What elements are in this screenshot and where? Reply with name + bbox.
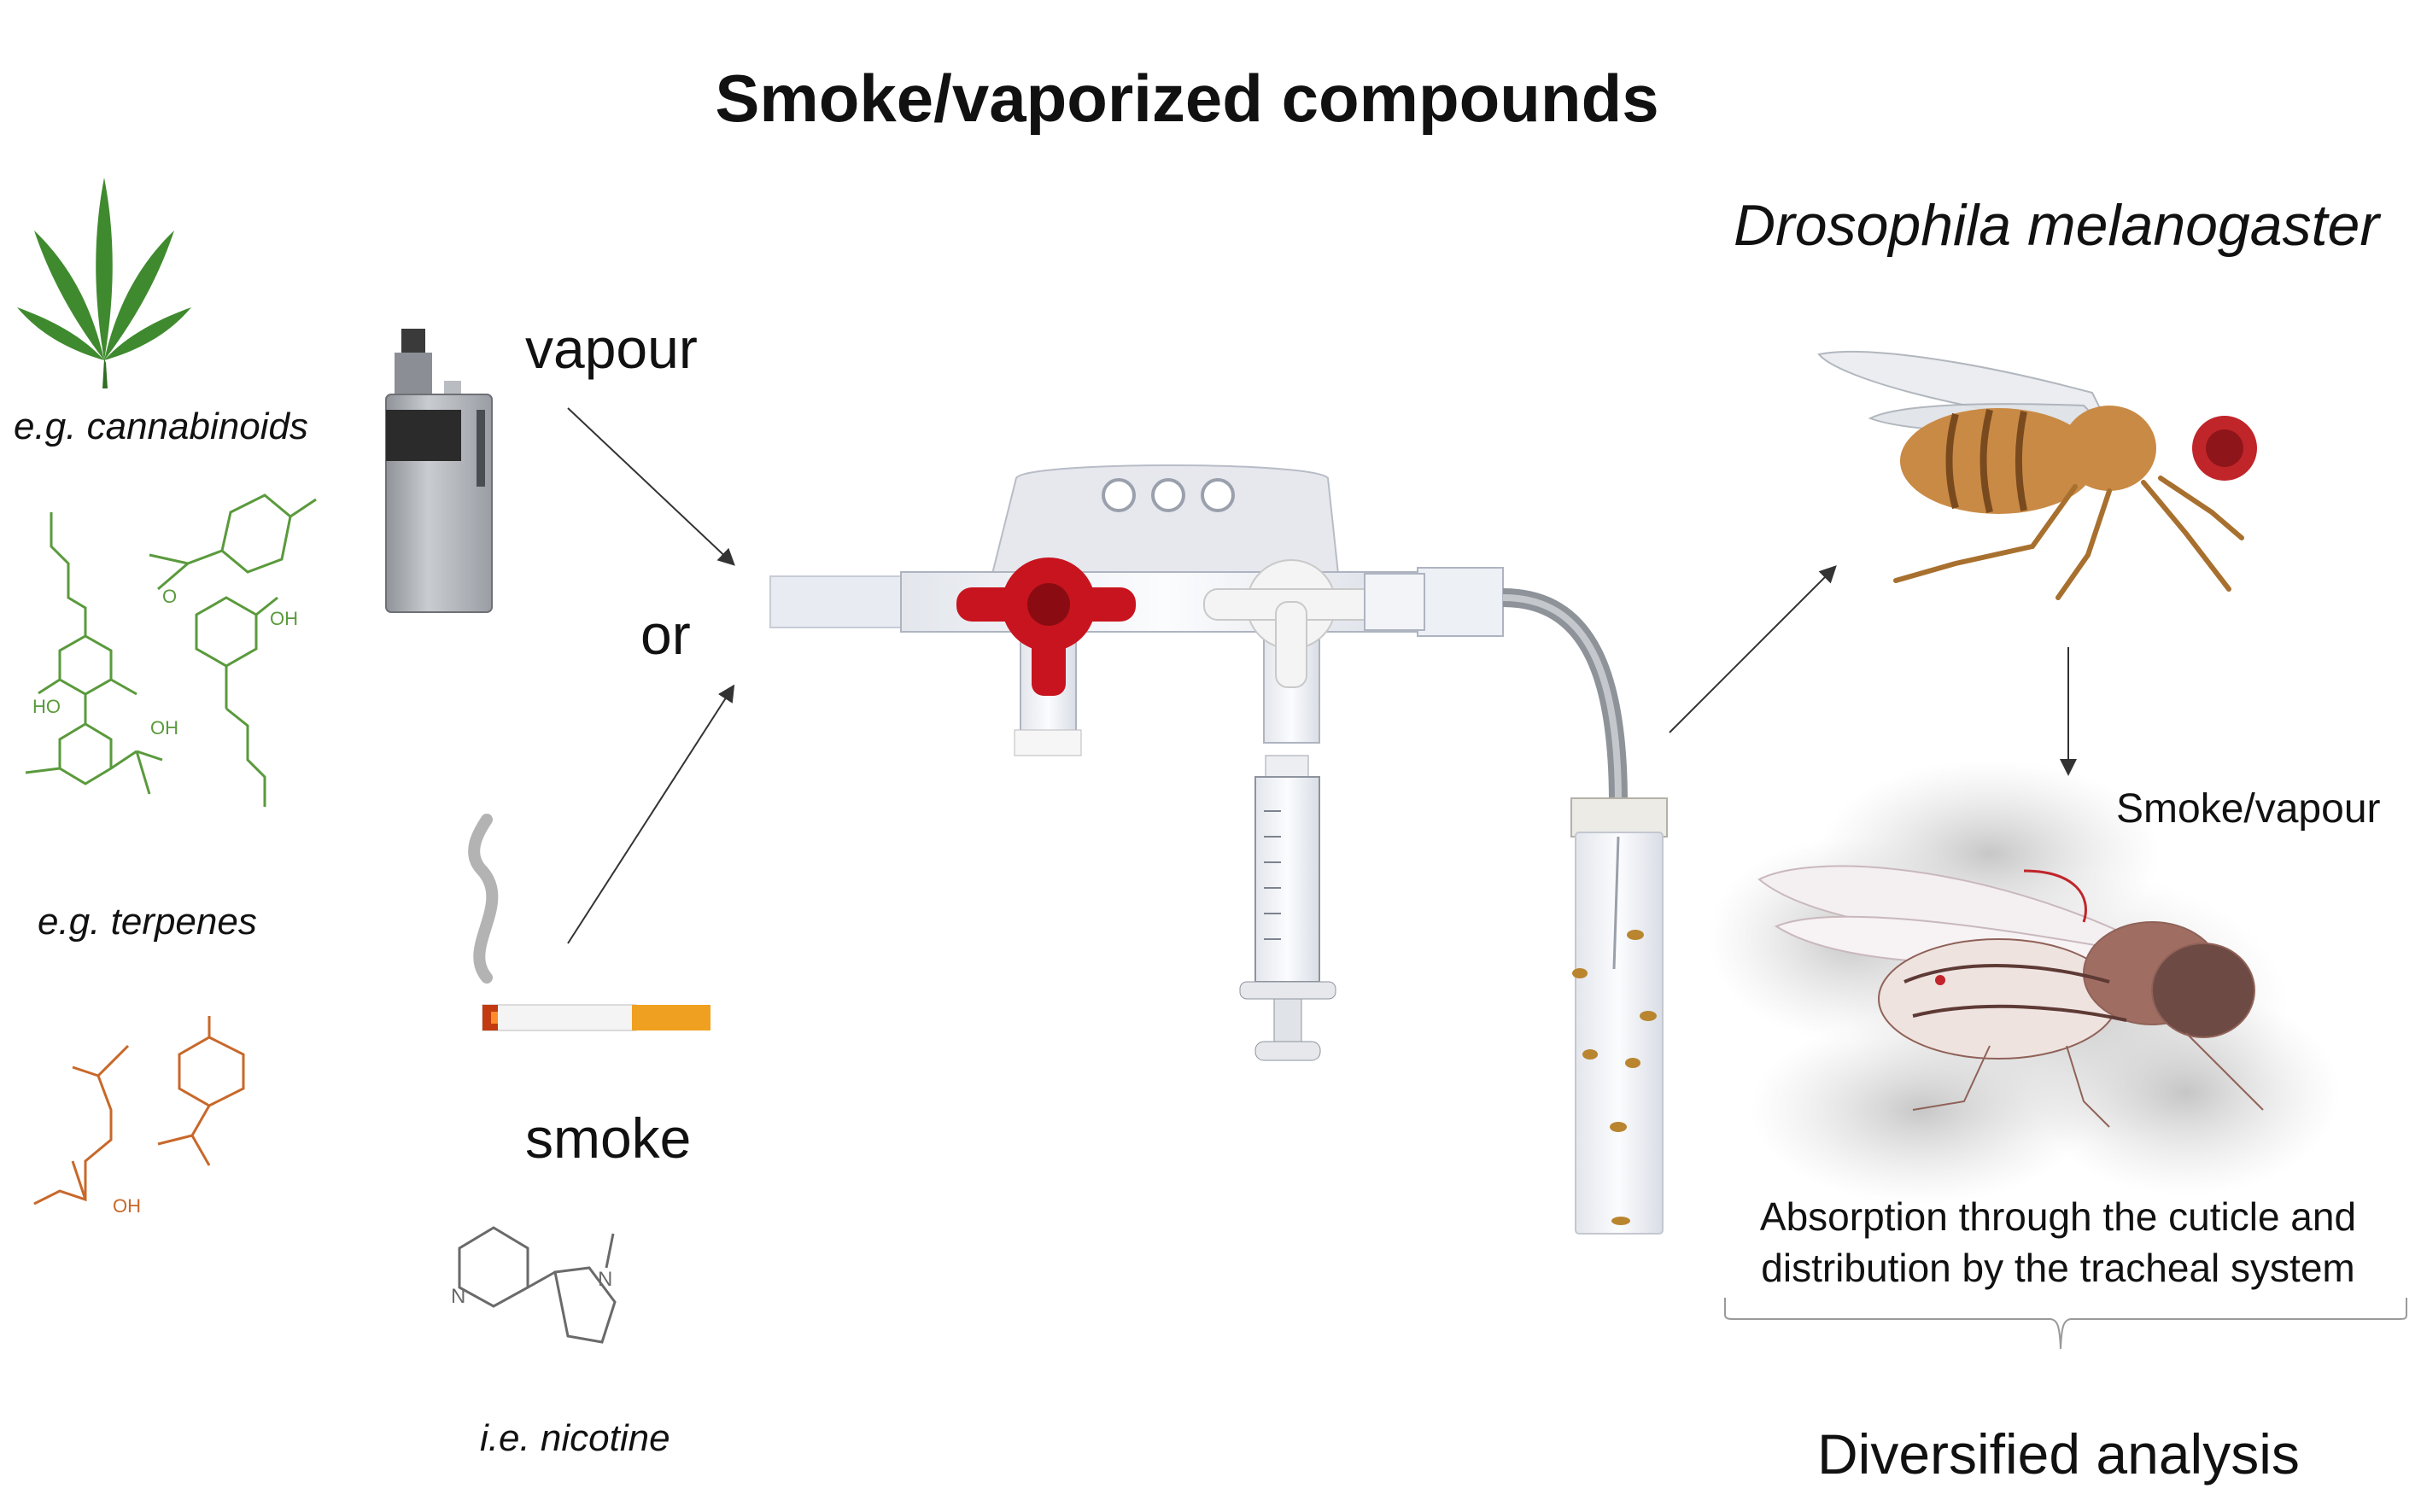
cannabinoids-label: e.g. cannabinoids [14,406,308,447]
terpenes-label: e.g. terpenes [38,901,257,943]
tracheal-fly-icon [1757,865,2264,1128]
oxygen-label: O [162,586,177,607]
vape-device-icon [385,329,493,613]
syringe-icon [1239,755,1336,1061]
svg-text:N: N [451,1285,465,1308]
cannabis-leaf-icon [17,178,191,388]
fly-vial-icon [1570,797,1668,1235]
white-valve-handle [1203,559,1380,688]
smoke-arrow [567,684,735,944]
connecting-tube [1502,588,1628,803]
nitrogen-labels: N N [451,1268,612,1308]
nicotine-molecule-icon [458,1226,617,1344]
terpene-molecule-icon [33,1016,245,1206]
connecting-tube-highlight [1502,594,1622,803]
hydroxyl-label: HO [32,696,61,717]
diagram-title: Smoke/vaporized compounds [715,61,1659,136]
absorption-text: Absorption through the cuticle and distr… [1759,1194,2357,1290]
grouping-brace [1724,1298,2407,1350]
red-valve-handle [956,558,1136,696]
hydroxyl-label: OH [150,717,178,738]
hydroxyl-label: OH [113,1195,141,1217]
cigarette-icon [468,814,711,1031]
exposure-label: Smoke/vapour [2116,786,2381,832]
cannabinoid-molecule-icon [25,493,317,807]
vapour-arrow [567,407,735,566]
cannabinoid-atom-labels: O OH HO OH [32,586,298,738]
or-label: or [640,603,691,666]
drosophila-fly-icon [1817,351,2257,600]
smoke-label: smoke [525,1106,692,1170]
svg-text:N: N [598,1268,612,1291]
hydroxyl-label: OH [270,608,298,629]
analysis-label: Diversified analysis [1817,1422,2300,1486]
nicotine-label: i.e. nicotine [480,1417,670,1459]
species-label: Drosophila melanogaster [1734,193,2379,258]
exposure-arrow [1669,565,1837,733]
vapour-label: vapour [525,317,698,380]
stopcock-valve-icon [769,464,1504,756]
